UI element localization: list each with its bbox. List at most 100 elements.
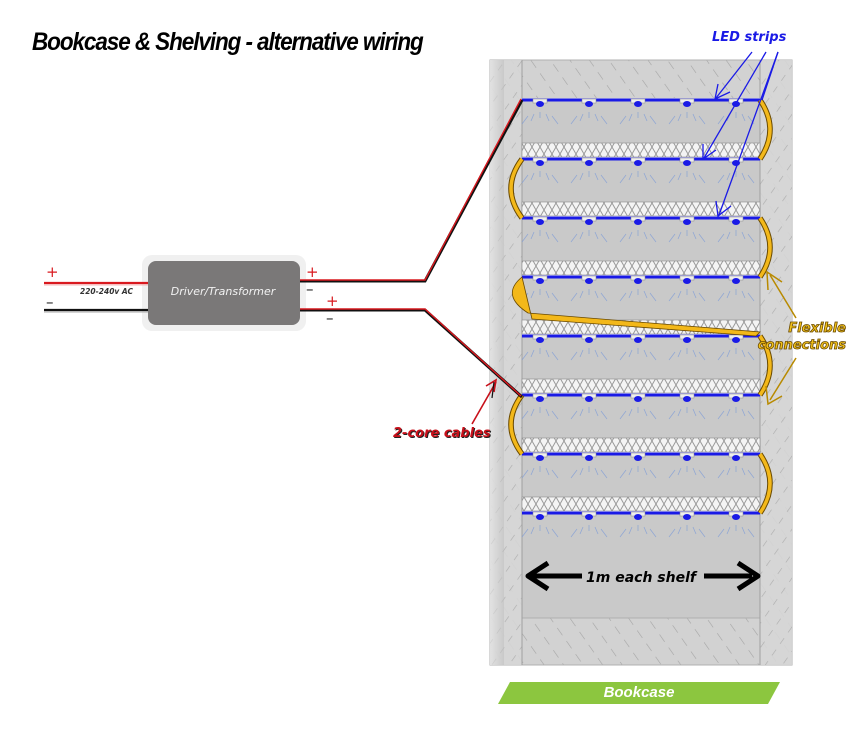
shelf-width-label: 1m each shelf [586,570,696,586]
light-ray [545,172,550,181]
light-ray [726,349,731,358]
led-light [536,160,544,166]
led-light [683,101,691,107]
light-ray [668,115,676,125]
led-light [585,219,593,225]
input-cables [44,281,148,313]
light-ray [570,410,578,420]
light-ray [692,526,697,535]
driver-box-group [142,255,306,331]
light-ray [726,467,731,476]
led-light [732,337,740,343]
light-ray [677,467,682,476]
light-ray [643,526,648,535]
light-ray [717,174,725,184]
light-ray [530,467,535,476]
light-ray [741,526,746,535]
bookcase-banner-text: Bookcase [603,684,675,701]
light-ray [551,292,559,302]
flexible-label-line2: connections [757,338,846,354]
light-ray [698,174,706,184]
light-ray [747,292,755,302]
light-ray [628,349,633,358]
light-ray [677,408,682,417]
light-ray [570,469,578,479]
light-ray [628,467,633,476]
light-ray [726,526,731,535]
light-ray [594,113,599,122]
driver-box [148,261,300,325]
light-ray [551,233,559,243]
light-ray [619,410,627,420]
light-ray [594,467,599,476]
light-ray [692,408,697,417]
light-ray [628,172,633,181]
led-light [536,101,544,107]
light-ray [579,467,584,476]
light-ray [521,233,529,243]
light-ray [628,526,633,535]
light-ray [545,113,550,122]
light-ray [579,290,584,299]
flexible-connection [509,157,524,220]
light-ray [668,351,676,361]
ac-input-label: 220-240v AC [80,287,134,296]
light-ray [619,351,627,361]
light-ray [717,115,725,125]
light-ray [717,528,725,538]
led-light [536,396,544,402]
light-ray [600,528,608,538]
light-ray [570,528,578,538]
light-ray [600,174,608,184]
light-ray [551,351,559,361]
shelf-width-arrow [525,560,761,592]
led-light [732,396,740,402]
light-ray [530,526,535,535]
light-ray [649,528,657,538]
light-ray [698,351,706,361]
light-ray [570,174,578,184]
light-ray [579,408,584,417]
light-ray [717,351,725,361]
light-ray [692,231,697,240]
input-minus-sign: – [46,293,54,311]
output1-minus-sign: – [306,280,314,298]
led-light [536,278,544,284]
light-ray [600,292,608,302]
light-ray [570,233,578,243]
light-ray [551,115,559,125]
light-ray [619,292,627,302]
light-ray [530,290,535,299]
flexible-connection [758,453,772,514]
led-light [634,455,642,461]
led-light [585,514,593,520]
led-light [585,396,593,402]
light-ray [545,467,550,476]
light-ray [643,467,648,476]
light-ray [649,351,657,361]
light-ray [698,528,706,538]
led-light [536,219,544,225]
light-ray [649,469,657,479]
led-strips-pointers [702,51,779,218]
light-ray [551,469,559,479]
light-ray [594,172,599,181]
light-ray [668,528,676,538]
led-light [634,278,642,284]
light-ray [677,349,682,358]
flexible-connection [758,99,772,160]
led-light [585,160,593,166]
light-ray [643,113,648,122]
led-light [634,514,642,520]
light-ray [579,172,584,181]
led-light [634,396,642,402]
light-ray [530,349,535,358]
light-ray [726,231,731,240]
light-ray [668,410,676,420]
output-cable-bottom [300,308,524,399]
light-ray [619,233,627,243]
light-ray [698,410,706,420]
light-ray [530,113,535,122]
light-ray [747,233,755,243]
